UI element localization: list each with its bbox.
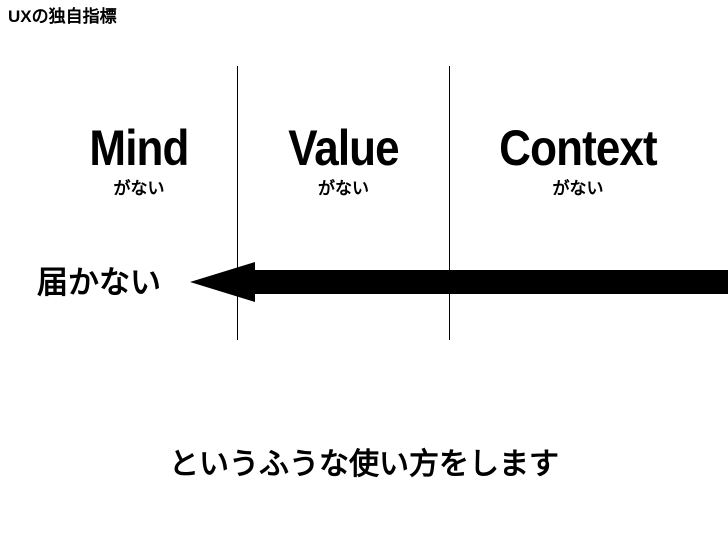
- left-arrow-icon: [190, 262, 728, 302]
- metric-heading-value: Value: [288, 120, 399, 176]
- page-title: UXの独自指標: [8, 7, 117, 26]
- metric-sublabel-context: がない: [552, 179, 604, 198]
- column-divider-2: [449, 66, 450, 340]
- column-divider-1: [237, 66, 238, 340]
- arrow-label-unreachable: 届かない: [37, 265, 161, 300]
- metric-column-mind: Mind がない: [40, 122, 238, 200]
- metric-columns: Mind がない Value がない Context がない: [0, 122, 728, 222]
- metric-heading-mind: Mind: [89, 120, 189, 176]
- bottom-caption: というふうな使い方をします: [169, 448, 559, 481]
- metric-column-context: Context がない: [450, 122, 706, 200]
- metric-sublabel-mind: がない: [113, 179, 165, 198]
- metric-column-value: Value がない: [238, 122, 449, 200]
- metric-sublabel-value: がない: [318, 179, 369, 198]
- metric-heading-context: Context: [499, 120, 657, 176]
